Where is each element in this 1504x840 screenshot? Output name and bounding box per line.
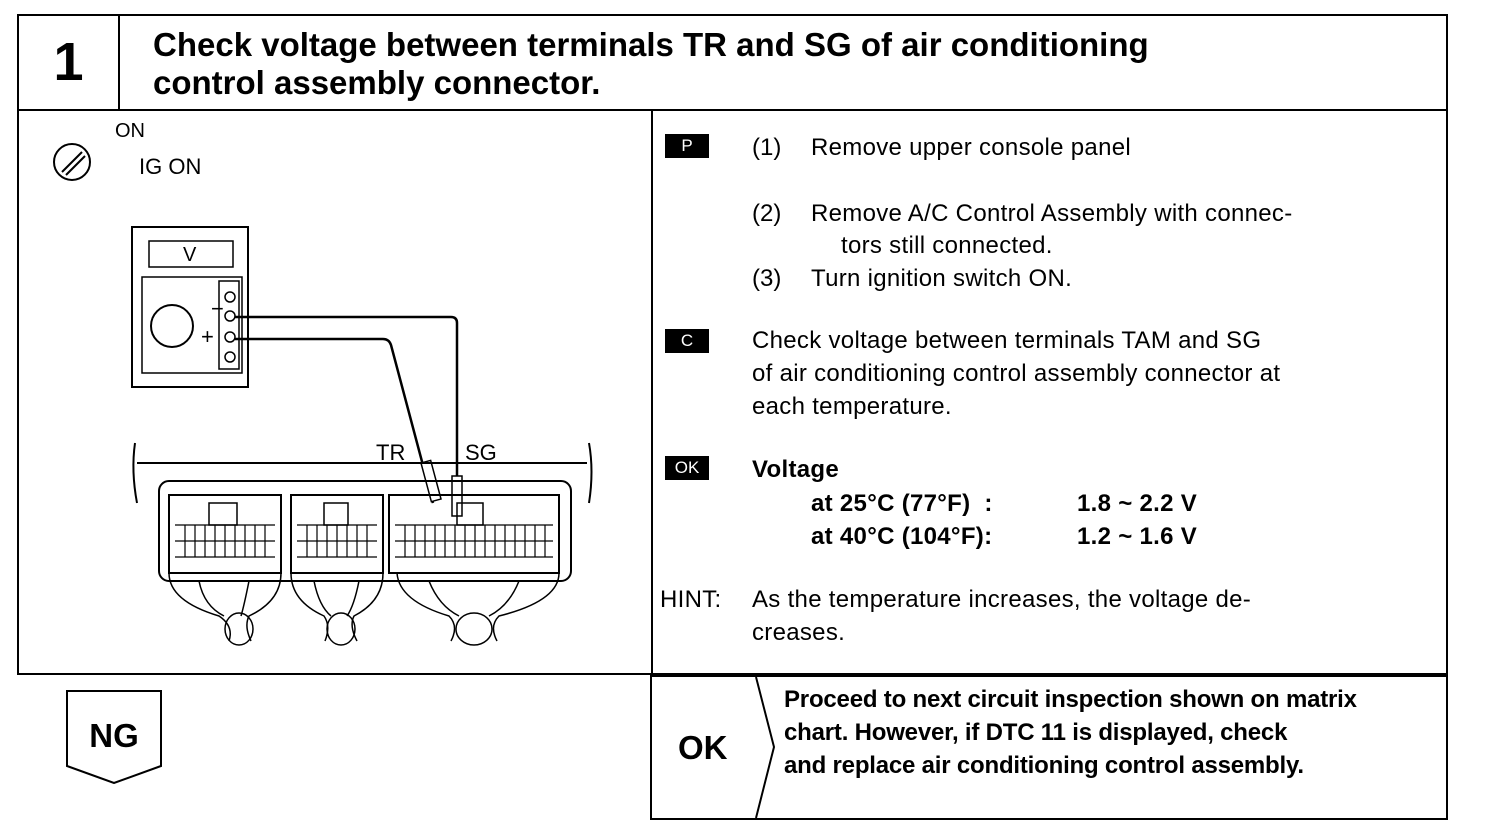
step-3-number: (3) — [752, 265, 782, 292]
ok-line-2: chart. However, if DTC 11 is displayed, … — [784, 719, 1288, 746]
step-title-line-1: Check voltage between terminals TR and S… — [153, 26, 1149, 63]
ignition-on-label: ON — [115, 120, 145, 142]
ng-label: NG — [89, 717, 139, 754]
step-number: 1 — [53, 32, 84, 92]
spec-1-temperature: at 25°C (77°F) : — [811, 490, 993, 517]
step-2-line-1: Remove A/C Control Assembly with connec- — [811, 200, 1293, 227]
ok-instruction: Proceed to next circuit inspection shown… — [784, 683, 1449, 782]
check-line-3: each temperature. — [752, 393, 952, 420]
ok-label: OK — [678, 729, 728, 766]
ignition-status-label: IG ON — [139, 154, 202, 179]
step-header: 1 Check voltage between terminals TR and… — [17, 14, 1448, 111]
voltage-label: Voltage — [752, 456, 840, 483]
ok-arrow-divider — [755, 677, 776, 818]
step-title: Check voltage between terminals TR and S… — [153, 26, 1433, 102]
minus-terminal-label: − — [211, 296, 224, 321]
hint-text: As the temperature increases, the voltag… — [752, 583, 1432, 649]
step-2-line-2: tors still connected. — [841, 232, 1053, 259]
check-badge: C — [665, 329, 709, 353]
ignition-key-icon — [53, 143, 91, 181]
ok-result-box: OK Proceed to next circuit inspection sh… — [650, 675, 1448, 820]
procedure-body: ON IG ON V − + TR SG P (1) Remove upper … — [17, 109, 1448, 675]
meter-unit-label: V — [183, 244, 197, 266]
check-line-2: of air conditioning control assembly con… — [752, 360, 1281, 387]
illustration-drawing — [53, 143, 593, 646]
ok-spec-badge: OK — [665, 456, 709, 480]
step-2-number: (2) — [752, 200, 782, 227]
preparation-badge: P — [665, 134, 709, 158]
hint-line-1: As the temperature increases, the voltag… — [752, 586, 1252, 613]
voltmeter-icon — [131, 226, 249, 388]
ng-result-badge: NG — [66, 690, 162, 784]
ok-line-3: and replace air conditioning control ass… — [784, 752, 1304, 779]
step-1-number: (1) — [752, 134, 782, 161]
control-assembly-connector — [132, 442, 593, 646]
step-title-line-2: control assembly connector. — [153, 64, 601, 101]
check-instruction: Check voltage between terminals TAM and … — [752, 324, 1432, 423]
hint-label: HINT: — [660, 586, 722, 613]
step-3-text: Turn ignition switch ON. — [811, 265, 1073, 292]
plus-terminal-label: + — [201, 324, 214, 349]
column-divider — [651, 111, 653, 673]
step-number-cell: 1 — [19, 16, 120, 109]
spec-2-voltage: 1.2 ~ 1.6 V — [1077, 523, 1198, 550]
step-1-text: Remove upper console panel — [811, 134, 1131, 161]
terminal-sg-label: SG — [465, 440, 497, 465]
spec-2-temperature: at 40°C (104°F): — [811, 523, 993, 550]
ok-line-1: Proceed to next circuit inspection shown… — [784, 686, 1357, 713]
wiring-illustration: ON IG ON V − + TR SG — [19, 111, 651, 673]
terminal-tr-label: TR — [376, 440, 406, 465]
spec-1-voltage: 1.8 ~ 2.2 V — [1077, 490, 1198, 517]
check-line-1: Check voltage between terminals TAM and … — [752, 327, 1262, 354]
hint-line-2: creases. — [752, 619, 846, 646]
ng-shield-shape — [66, 690, 162, 784]
